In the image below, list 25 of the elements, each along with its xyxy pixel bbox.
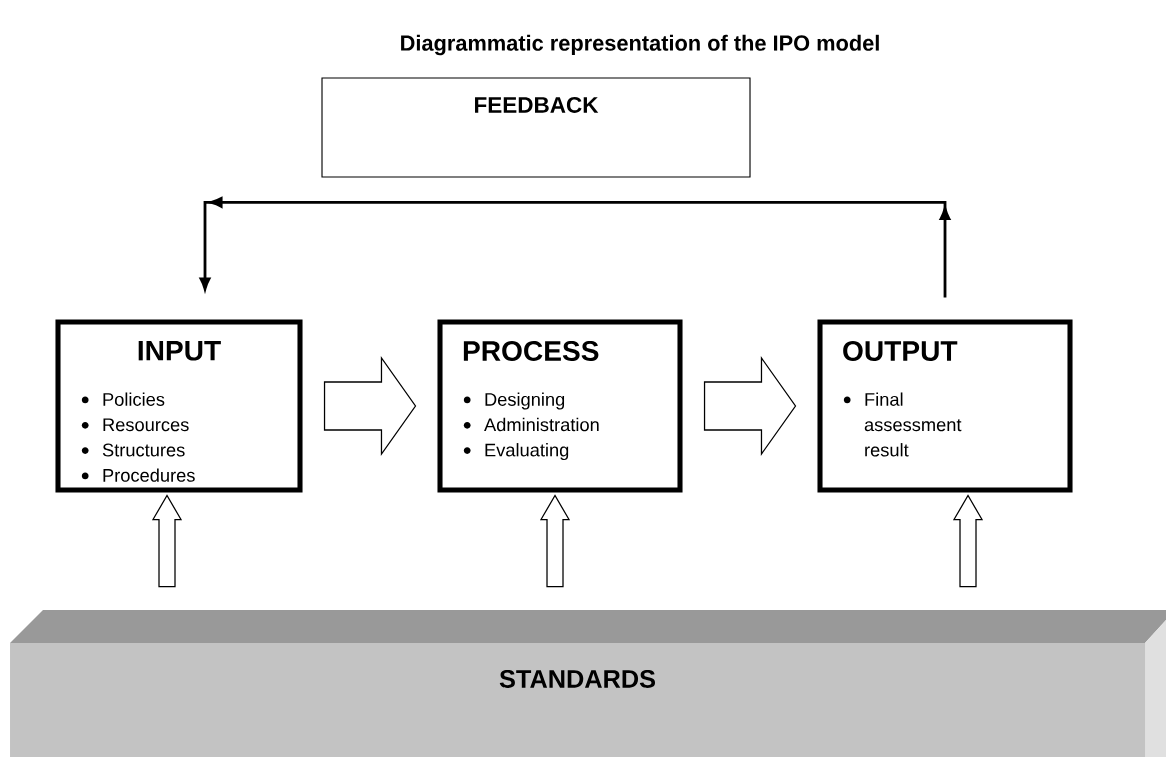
block-arrow <box>539 494 571 588</box>
block-arrow <box>323 356 417 456</box>
box-heading: INPUT <box>138 341 221 361</box>
block-arrow <box>952 494 984 588</box>
box-heading: STANDARDS <box>499 670 655 688</box>
feedback-box <box>321 77 751 178</box>
bullet-item: Final assessment result <box>843 392 962 457</box>
title: Diagrammatic representation of the IPO model <box>401 34 879 56</box>
box-heading: PROCESS <box>463 341 599 361</box>
standards-bar <box>10 610 1166 757</box>
process-box <box>55 319 303 493</box>
feedback-arrow <box>199 197 951 298</box>
bullet-item: Policies <box>81 392 165 406</box>
bullet-item: Administration <box>463 417 599 432</box>
process-box <box>817 319 1073 493</box>
bullet-item: Evaluating <box>463 443 569 461</box>
block-arrow <box>151 494 183 588</box>
process-box <box>437 319 683 493</box>
bullet-item: Procedures <box>81 468 195 482</box>
box-heading: FEEDBACK <box>475 97 599 113</box>
block-arrow <box>703 356 797 456</box>
bullet-item: Resources <box>81 418 189 432</box>
box-heading: OUTPUT <box>843 341 958 361</box>
bullet-item: Designing <box>463 392 565 410</box>
bullet-item: Structures <box>81 443 185 457</box>
